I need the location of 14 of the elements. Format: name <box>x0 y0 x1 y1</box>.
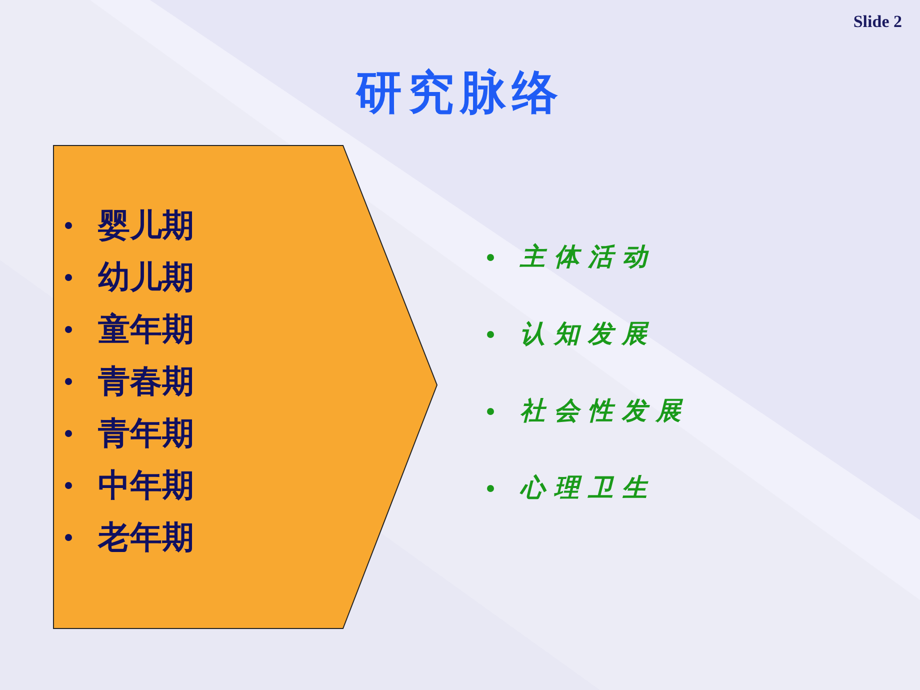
slide-title: 研究脉络 <box>354 64 565 121</box>
stage-text: 老年期 <box>98 517 194 557</box>
pentagon-arrow <box>53 145 438 629</box>
stage-text: 中年期 <box>98 465 194 505</box>
topic-text: 主体活动 <box>520 241 656 273</box>
topic-text: 心理卫生 <box>520 472 656 504</box>
topic-text: 认知发展 <box>520 318 656 350</box>
stage-text: 幼儿期 <box>98 257 194 297</box>
slide-number: Slide 2 <box>853 12 902 32</box>
topic-text: 社会性发展 <box>520 395 690 427</box>
stage-text: 青春期 <box>98 361 194 401</box>
stage-text: 童年期 <box>98 309 194 349</box>
stage-text: 青年期 <box>98 413 194 453</box>
stage-text: 婴儿期 <box>98 205 194 245</box>
